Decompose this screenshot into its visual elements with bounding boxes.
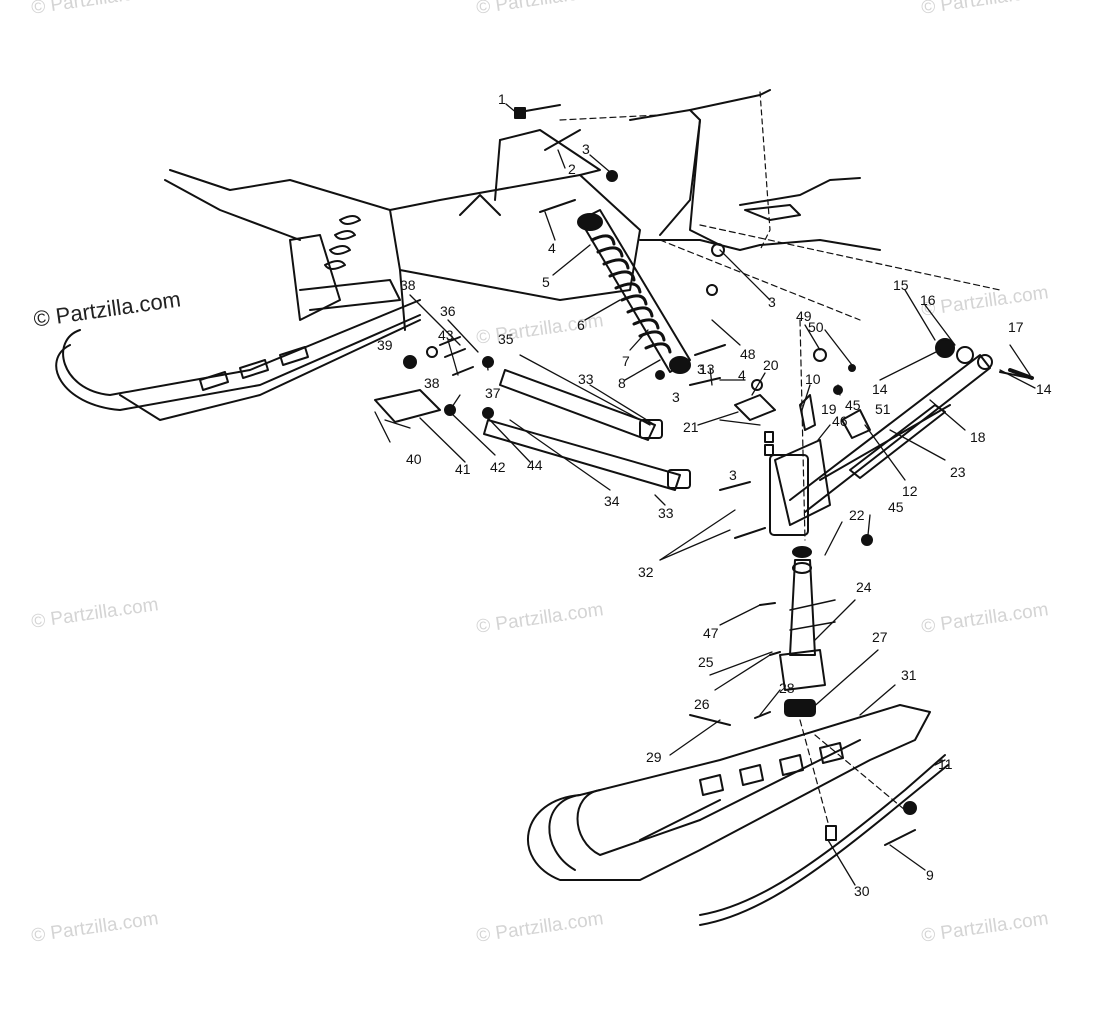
callout: 30 [854,883,870,899]
callout: 18 [970,429,986,445]
callout: 26 [694,696,710,712]
leader-lines [374,103,1036,886]
callout: 5 [542,274,550,290]
callout: 9 [926,867,934,883]
callout: 10 [805,371,821,387]
callout: 4 [738,367,746,383]
callout: 3 [672,389,680,405]
shock-absorber [577,209,691,374]
front-ski [526,704,949,926]
callout: 41 [455,461,471,477]
callout: 50 [808,319,824,335]
callout: 42 [490,459,506,475]
callout: 43 [438,327,454,343]
callout: 23 [950,464,966,480]
callout: 27 [872,629,888,645]
callout: 19 [821,401,837,417]
callout: 21 [683,419,699,435]
callout: 38 [400,277,416,293]
callout: 48 [740,346,756,362]
fasteners [514,104,1034,726]
callout: 44 [527,457,543,473]
callout: 39 [377,337,393,353]
callout: 3 [768,294,776,310]
callout: 28 [779,680,795,696]
callout: 24 [856,579,872,595]
callout: 34 [604,493,620,509]
callout: 14 [872,381,888,397]
callout: 25 [698,654,714,670]
callout: 29 [646,749,662,765]
callout: 2 [568,161,576,177]
callout: 6 [577,317,585,333]
callout: 32 [638,564,654,580]
radius-rods [483,369,691,491]
callout: 22 [849,507,865,523]
callout: 3 [697,361,705,377]
callout: 45 [845,397,861,413]
callout: 16 [920,292,936,308]
frame [389,89,1001,331]
callout: 14 [1036,381,1052,397]
callout: 51 [875,401,891,417]
callout: 8 [618,375,626,391]
callout: 7 [622,353,630,369]
callout: 35 [498,331,514,347]
callout: 37 [485,385,501,401]
callout: 13 [699,361,715,377]
callout: 17 [1008,319,1024,335]
callout: 45 [888,499,904,515]
callout: 3 [582,141,590,157]
callout: 38 [424,375,440,391]
callout: 15 [893,277,909,293]
callout: 33 [578,371,594,387]
callout: 46 [832,413,848,429]
callout: 33 [658,505,674,521]
left-ski [55,169,421,421]
callout: 31 [901,667,917,683]
callout: 40 [406,451,422,467]
callout: 20 [763,357,779,373]
callout: 47 [703,625,719,641]
callout: 36 [440,303,456,319]
callout: 1 [498,91,506,107]
spindle [769,319,836,717]
callout: 3 [729,467,737,483]
callout: 12 [902,483,918,499]
callout: 11 [938,756,953,772]
callout: 4 [548,240,556,256]
callout: 49 [796,308,812,324]
